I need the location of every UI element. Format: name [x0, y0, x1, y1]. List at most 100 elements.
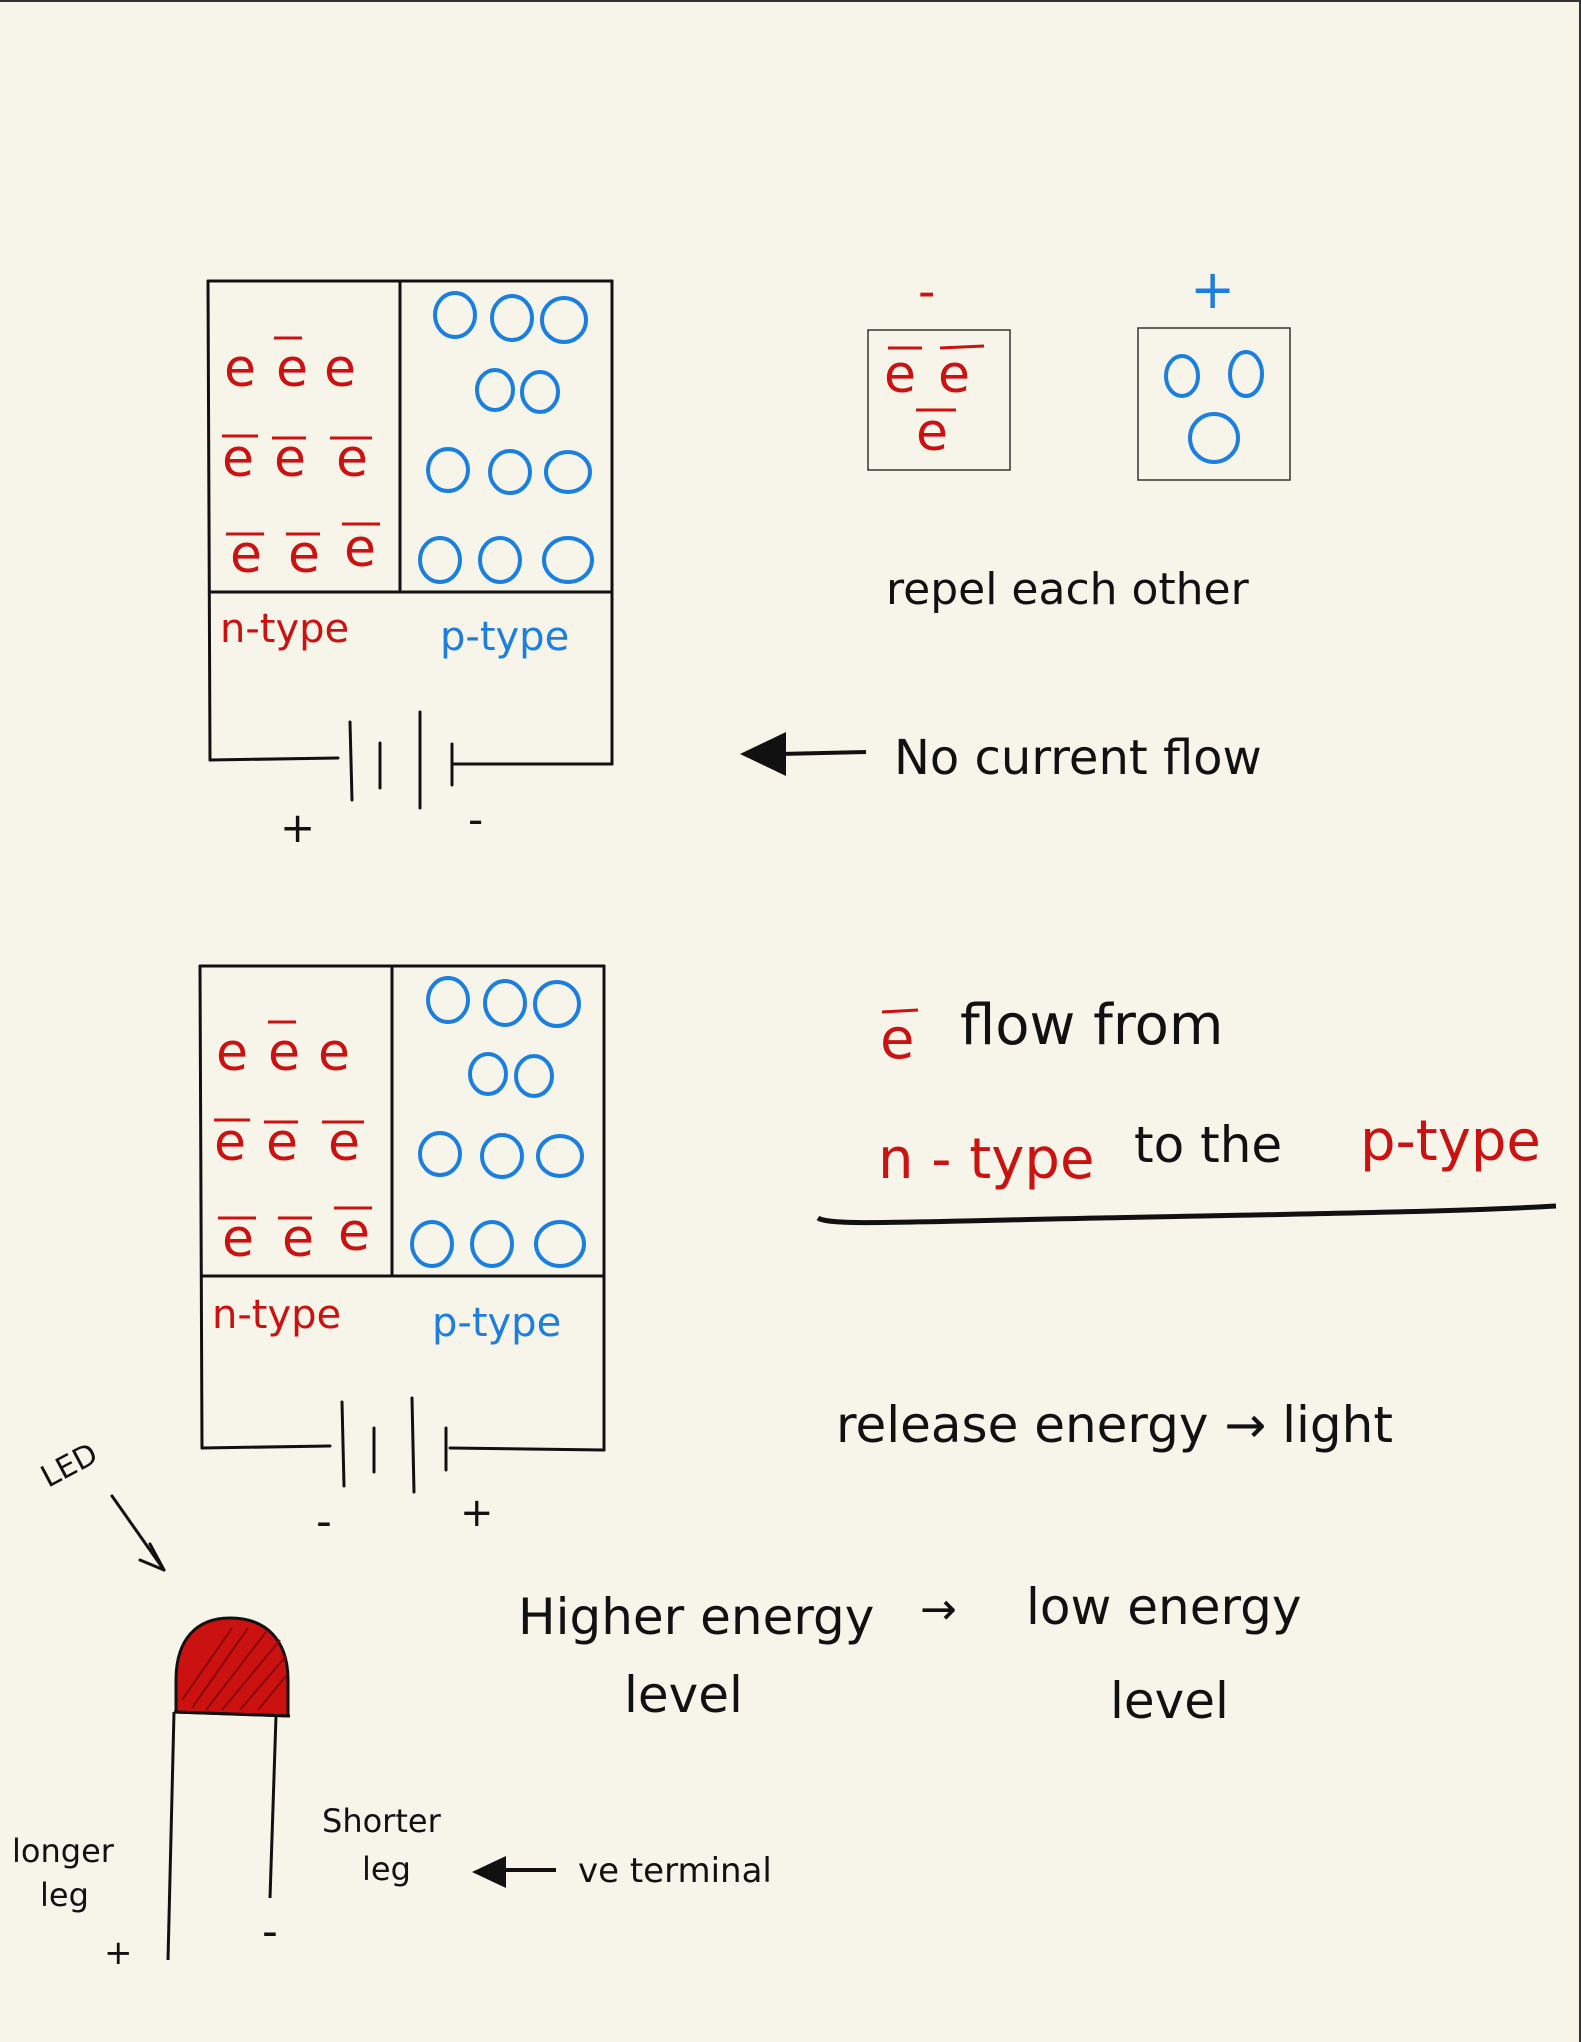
electron: e	[222, 429, 254, 489]
hole	[520, 370, 560, 414]
electron: e	[938, 345, 970, 405]
d1-n-type-label: n-type	[220, 606, 349, 652]
hole	[488, 449, 532, 495]
led-label: LED	[35, 1437, 103, 1495]
d2-battery-plus: +	[460, 1490, 494, 1536]
hole	[433, 291, 477, 339]
diagram-1	[206, 279, 614, 810]
hole	[536, 1134, 584, 1178]
release-energy-text: release energy → light	[836, 1396, 1393, 1454]
hole	[426, 976, 470, 1024]
electron: e	[344, 519, 376, 579]
hole	[514, 1054, 554, 1098]
d2-battery-plate	[340, 1400, 346, 1488]
hole-charge-box	[1137, 327, 1291, 481]
shorter-leg-text: leg	[362, 1850, 411, 1888]
d2-battery-minus: -	[316, 1496, 332, 1547]
hole	[418, 536, 462, 584]
d2-wire-right	[448, 1446, 606, 1452]
electron: e	[216, 1023, 248, 1083]
d1-wire-left	[208, 756, 340, 762]
longer-text: longer	[12, 1832, 115, 1870]
hole	[426, 447, 470, 493]
hole	[544, 450, 592, 494]
hole	[534, 1220, 586, 1268]
electron: e	[916, 403, 948, 463]
d1-battery-minus: -	[468, 795, 483, 844]
no-current-text: No current flow	[894, 730, 1262, 786]
d2-p-type-label: p-type	[432, 1300, 561, 1346]
hole	[410, 1220, 454, 1268]
flow-n-type: n - type	[878, 1127, 1094, 1192]
led-base	[173, 1710, 291, 1718]
d2-electrons: e e e e e e e e e	[214, 1023, 370, 1269]
d1-battery-plus: +	[280, 803, 315, 852]
plus-sign: +	[1190, 258, 1235, 321]
hole	[540, 296, 588, 344]
no-current-arrow	[740, 732, 867, 776]
d2-electron-bars	[214, 1020, 372, 1220]
higher-energy-text: Higher energy	[518, 1588, 874, 1646]
d1-p-type-label: p-type	[440, 614, 569, 660]
led-short-leg	[268, 1715, 278, 1899]
ve-terminal-text: ve terminal	[578, 1851, 772, 1891]
flow-electron: e	[880, 1007, 914, 1072]
electron: e	[268, 1023, 300, 1083]
electron: e	[338, 1203, 370, 1263]
box-electrons: e e e	[884, 345, 970, 463]
electron-charge-box	[867, 329, 1011, 471]
d1-battery-plate	[348, 720, 354, 802]
repel-text: repel each other	[886, 564, 1250, 615]
electron: e	[884, 345, 916, 405]
led-dome	[174, 1616, 290, 1718]
d1-holes	[418, 291, 594, 584]
led-minus: -	[262, 1906, 278, 1957]
led-plus: +	[104, 1933, 133, 1973]
box-electron-bars	[888, 344, 985, 412]
flow-p-type: p-type	[1360, 1109, 1541, 1174]
led-body	[166, 1616, 291, 1961]
d1-electrons: e e e e e e e e e	[222, 339, 376, 585]
flow-from-text: flow from	[960, 993, 1223, 1058]
hole	[1188, 412, 1240, 464]
flow-e-bar	[881, 1008, 919, 1014]
hole	[1228, 350, 1264, 398]
electron: e	[214, 1113, 246, 1173]
electron: e	[224, 339, 256, 399]
d2-left-edge	[198, 964, 204, 1450]
hole	[475, 368, 515, 412]
low-energy-text: low energy	[1026, 1578, 1302, 1636]
led-hatching	[181, 1627, 287, 1711]
longer-leg-text: leg	[40, 1876, 89, 1914]
diagram-2	[198, 964, 606, 1494]
hole	[468, 1052, 508, 1096]
hole	[542, 536, 594, 584]
box-holes	[1164, 350, 1264, 464]
electron: e	[318, 1023, 350, 1083]
led-pointer-arrow	[110, 1494, 166, 1572]
hole	[483, 979, 527, 1027]
shorter-text: Shorter	[322, 1802, 442, 1840]
low-level-text: level	[1110, 1672, 1229, 1730]
d2-holes	[410, 976, 586, 1268]
energy-arrow: →	[920, 1584, 957, 1635]
minus-sign: -	[918, 264, 935, 320]
hole	[1164, 354, 1200, 398]
ve-terminal-arrow	[472, 1856, 556, 1888]
electron: e	[276, 339, 308, 399]
hole	[533, 980, 581, 1028]
hole	[418, 1131, 462, 1177]
led-long-leg	[166, 1711, 176, 1961]
d1-left-edge	[206, 279, 212, 762]
d2-battery-plate	[410, 1396, 416, 1494]
flow-to-the: to the	[1134, 1116, 1282, 1174]
d2-wire-left	[200, 1444, 332, 1450]
d2-n-type-label: n-type	[212, 1292, 341, 1338]
hole	[470, 1220, 514, 1268]
charge-boxes	[867, 327, 1291, 481]
hole	[490, 294, 534, 342]
d1-electron-bars	[222, 336, 380, 536]
flow-underline	[816, 1203, 1557, 1226]
electron: e	[324, 339, 356, 399]
